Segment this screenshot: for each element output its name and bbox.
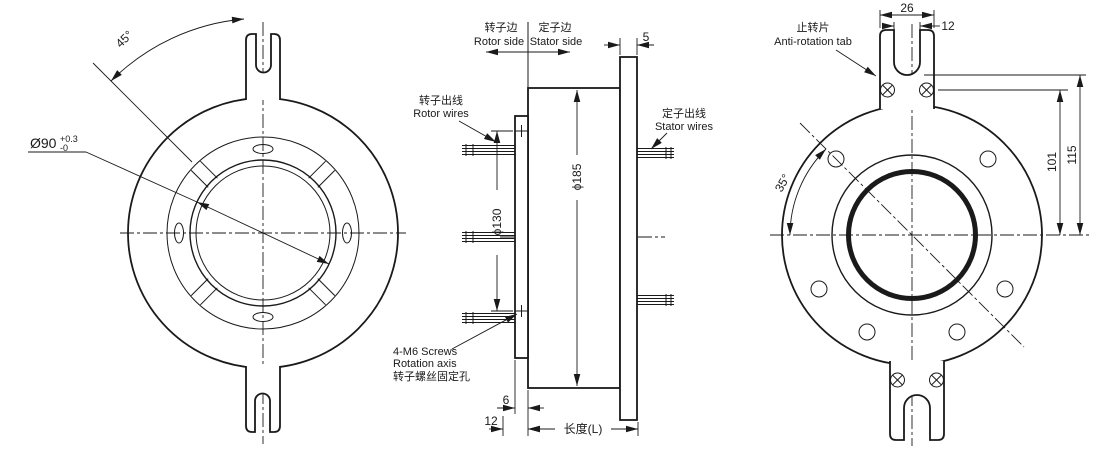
dim-12-text: 12: [484, 414, 498, 428]
mount-hole: [827, 150, 845, 168]
stator-wires-label-en: Stator wires: [655, 121, 714, 133]
rotor-screws-label: 4-M6 Screws Rotation axis 转子螺丝固定孔: [393, 313, 518, 383]
mount-slot-bottom: [252, 312, 274, 322]
front-flange-circle: [166, 136, 360, 330]
mount-hole: [979, 150, 997, 168]
stator-side-label-en: Stator side: [530, 36, 583, 48]
stator-flange-outline: [619, 56, 638, 421]
slot-width-dimension: 12: [882, 19, 955, 33]
rotor-wires-label: 转子出线 Rotor wires: [413, 93, 497, 143]
front-ribs: [190, 160, 336, 306]
flange-thickness-text: 5: [643, 30, 650, 44]
flange-thickness-dimension: 5: [604, 30, 654, 55]
dia185-dimension: ϕ185: [570, 90, 584, 386]
rotor-screws-label-line2: Rotation axis: [393, 358, 457, 370]
bore-tol-upper-text: +0.3: [60, 134, 78, 144]
dim-26-text: 26: [900, 1, 914, 15]
mount-slot-right: [342, 222, 352, 244]
tab-label-cn: 止转片: [797, 20, 830, 34]
rear-top-tab: [879, 29, 935, 109]
mount-hole: [858, 323, 876, 341]
hole-angle-dimension: 35°: [772, 148, 827, 236]
tab-height-dimension: 115: [924, 74, 1086, 235]
stator-wires-label: 定子出线 Stator wires: [650, 106, 714, 150]
phillips-screw-icon: [880, 82, 895, 98]
bore-dim-text: Ø90: [30, 135, 57, 151]
rotor-screw-mark-top: [515, 125, 528, 137]
dim-6-text: 6: [503, 393, 510, 407]
angle-45-text: 45°: [113, 28, 136, 51]
rotor-side-label-en: Rotor side: [474, 36, 524, 48]
screw-height-dimension: 101: [938, 89, 1068, 235]
front-mount-slots: [174, 144, 352, 322]
body-outline: [527, 87, 621, 389]
rotor-screws-label-line3: 转子螺丝固定孔: [393, 369, 470, 383]
rotor-screws-label-line1: 4-M6 Screws: [393, 346, 458, 358]
dia130-text: ϕ130: [490, 208, 504, 235]
bore-diameter-dimension: Ø90 +0.3 -0: [28, 134, 330, 265]
rotor-wires-label-en: Rotor wires: [413, 108, 469, 120]
angle-extension-line: [92, 62, 193, 163]
angle-dimension-45: 45°: [110, 16, 245, 82]
tab-label: 止转片 Anti-rotation tab: [774, 20, 877, 77]
mount-hole: [810, 280, 828, 298]
dim-115-text: 115: [1065, 145, 1079, 164]
stator-wire-bundle-bottom: [637, 294, 674, 306]
rear-bore-circle: [846, 169, 978, 301]
section-view: 转子边 定子边 Rotor side Stator side: [393, 20, 714, 436]
stator-side-label-cn: 定子边: [539, 20, 572, 34]
dia185-text: ϕ185: [570, 163, 584, 190]
rear-view: 26 12 止转片 Anti-rotation tab 101 115: [770, 1, 1092, 446]
phillips-screw-icon: [919, 82, 934, 98]
mount-hole: [948, 323, 966, 341]
rotor-wire-bundle-top: [462, 144, 515, 156]
length-dimension: 长度(L): [528, 421, 639, 436]
rotor-wires-label-cn: 转子出线: [419, 93, 463, 107]
tab-label-en: Anti-rotation tab: [774, 36, 852, 48]
rotor-plate-outline: [514, 115, 529, 359]
rotor-screw-mark-bottom: [515, 305, 528, 317]
mount-hole: [996, 280, 1014, 298]
tab-width-dimension: 26: [879, 1, 935, 28]
rotor-side-label-cn: 转子边: [485, 20, 518, 34]
rotor-offset-dimension: 12: [484, 414, 542, 436]
stator-wires-label-cn: 定子出线: [662, 106, 706, 120]
stator-wire-bundle-top: [637, 147, 674, 159]
dim-12-slot-text: 12: [941, 19, 955, 33]
rear-bottom-tab: [889, 360, 945, 441]
rear-mount-holes: [810, 150, 1014, 341]
front-bore-circle-outer: [189, 159, 337, 307]
front-bore-circle-inner: [195, 165, 331, 301]
dim-101-text: 101: [1045, 152, 1059, 172]
dia130-dimension: ϕ130: [490, 130, 513, 312]
mount-slot-top: [252, 144, 274, 154]
length-text: 长度(L): [564, 421, 603, 436]
front-view: Ø90 +0.3 -0 45°: [28, 16, 406, 444]
rotor-wire-bundle-middle: [462, 231, 515, 243]
rear-hub-circle: [831, 154, 993, 316]
bore-tol-lower-text: -0: [60, 143, 68, 153]
front-top-tab: [245, 33, 281, 100]
mount-slot-left: [174, 222, 184, 244]
rotor-wire-bundle-bottom: [462, 312, 515, 324]
